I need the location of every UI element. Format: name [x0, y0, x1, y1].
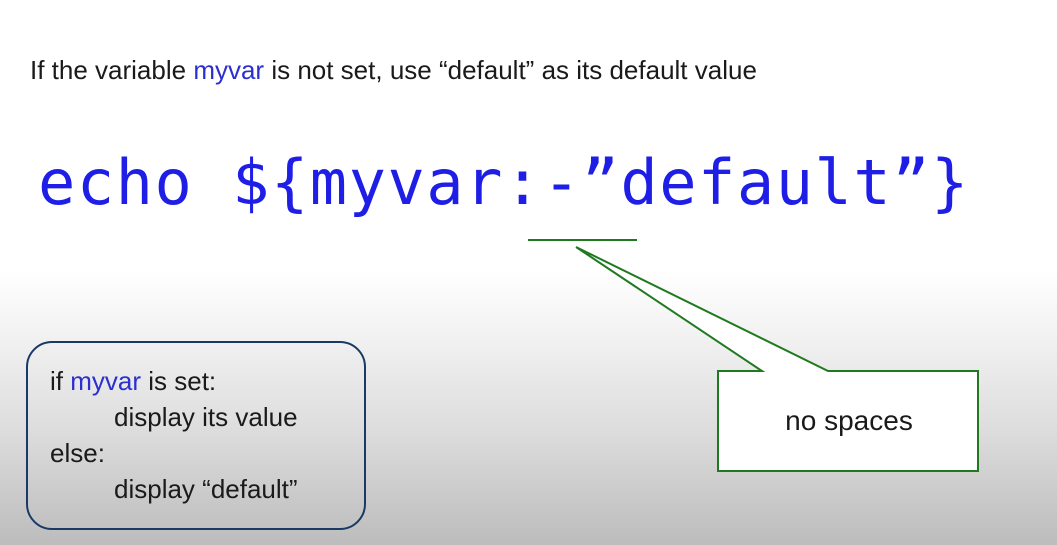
- code-example: echo ${myvar:-”default”}: [38, 146, 970, 219]
- pseudocode-if-keyword: if: [50, 366, 71, 396]
- caption-variable: myvar: [193, 55, 265, 85]
- pseudocode-variable: myvar: [70, 366, 142, 396]
- slide-caption: If the variable myvar is not set, use “d…: [30, 55, 757, 86]
- pseudocode-line-display-value: display its value: [114, 402, 298, 432]
- pseudocode-line-if: if myvar is set:: [50, 363, 364, 399]
- pseudocode-box: if myvar is set: display its value else:…: [26, 341, 366, 530]
- caption-prefix: If the variable: [30, 55, 194, 85]
- pseudocode-line-display-default: display “default”: [114, 474, 298, 504]
- callout-label: no spaces: [785, 405, 913, 436]
- caption-suffix: is not set, use “default” as its default…: [264, 55, 757, 85]
- pseudocode-if-rest: is set:: [141, 366, 217, 396]
- pseudocode-line-else: else:: [50, 438, 105, 468]
